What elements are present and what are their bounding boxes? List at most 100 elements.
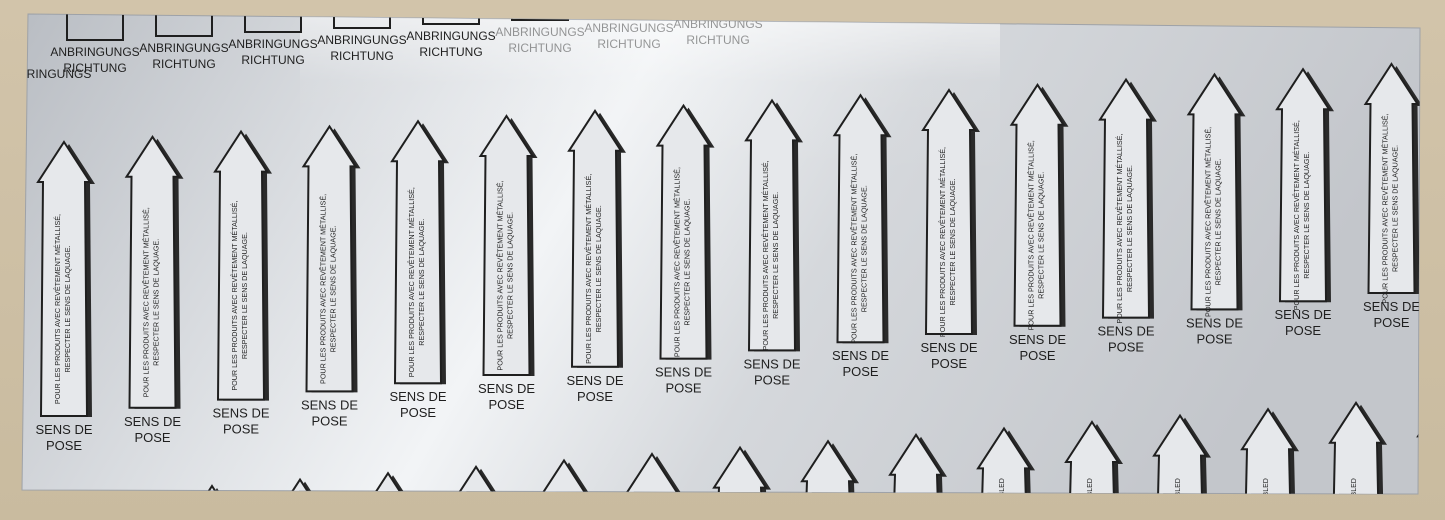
top-label-line2: RICHTUNG [63,61,126,75]
caption-line2: POSE [1196,331,1232,346]
lower-arrow-text: BE ASSEMBLED [999,478,1006,520]
label-box [422,14,480,25]
arrow-outline [1009,82,1066,327]
lower-arrow-text: BE ASSEMBLED [1351,478,1358,520]
top-label-line2: RICHTUNG [241,53,304,67]
top-label-line2: RICHTUNG [330,49,393,63]
caption-line1: SENS DE [1186,315,1243,330]
caption-line2: POSE [46,438,82,453]
arrow-outline [478,114,535,376]
arrow-outline [921,88,977,335]
arrow-text-line2: RESPECTER LE SENS DE LAQUAGE. [683,199,692,326]
arrow-outline [624,452,680,494]
top-label: ANBRINGUNGS RICHTUNG [584,14,674,51]
caption-line2: POSE [577,389,613,404]
arrow-text-line2: RESPECTER LE SENS DE LAQUAGE. [240,232,249,359]
caption-line2: POSE [1373,315,1409,330]
arrow-text-line1: POUR LES PRODUITS AVEC REVÊTEMENT MÉTALL… [496,180,505,370]
top-label-row: ANBRINGUNGS RICHTUNG ANBRINGUNGS RICHTUNG AN… [22,14,763,81]
caption-line2: POSE [754,372,790,387]
arrow-marking: POUR LES PRODUITS AVEC REVÊTEMENT MÉTALL… [301,124,361,428]
arrow-marking: POUR LES PRODUITS AVEC REVÊTEMENT MÉTALL… [743,98,803,387]
arrow-outline [744,98,800,352]
caption-line2: POSE [1108,340,1144,355]
lower-arrow-marking: BE ASSEMBLED [1240,407,1299,520]
arrow-outline [390,119,446,385]
arrow-marking: POUR LES PRODUITS AVEC REVÊTEMENT MÉTALL… [1009,82,1069,363]
arrow-text-line2: RESPECTER LE SENS DE LAQUAGE. [948,178,957,305]
lower-arrow-text: BE ASSEMBLED [1439,478,1445,520]
arrow-marking: POUR LES PRODUITS AVEC REVÊTEMENT MÉTALL… [1186,72,1246,346]
top-label-line2: RICHTUNG [597,37,660,51]
top-label-line1: ANBRINGUNGS [673,17,762,31]
lower-arrow-marking: BE ASSEMBLED [1064,420,1123,494]
caption-line2: POSE [311,413,347,428]
arrow-outline [1186,72,1243,311]
label-box [511,14,569,21]
arrow-text-line2: RESPECTER LE SENS DE LAQUAGE. [1214,158,1223,285]
arrow-text-line1: POUR LES PRODUITS AVEC REVÊTEMENT MÉTALL… [1292,120,1301,310]
arrow-marking: POUR LES PRODUITS AVEC REVÊTEMENT MÉTALL… [124,134,184,445]
top-label-line2: RICHTUNG [508,41,571,55]
arrow-text-line2: RESPECTER LE SENS DE LAQUAGE. [417,219,426,346]
arrow-marking: POUR LES PRODUITS AVEC REVÊTEMENT MÉTALL… [389,119,449,420]
arrow-text-line1: POUR LES PRODUITS AVEC REVÊTEMENT MÉTALL… [53,214,62,404]
arrow-text-line2: RESPECTER LE SENS DE LAQUAGE. [1391,145,1400,272]
arrow-text-line2: RESPECTER LE SENS DE LAQUAGE. [771,192,780,319]
caption-line1: SENS DE [920,340,977,355]
arrow-shadow [1423,398,1445,520]
arrow-marking: POUR LES PRODUITS AVEC REVÊTEMENT MÉTALL… [478,114,538,412]
arrow-text-line1: POUR LES PRODUITS AVEC REVÊTEMENT MÉTALL… [850,154,859,344]
label-box [600,14,658,17]
arrow-marking: POUR LES PRODUITS AVEC REVÊTEMENT MÉTALL… [566,108,626,404]
arrow-marking: POUR LES PRODUITS AVEC REVÊTEMENT MÉTALL… [1097,77,1157,355]
caption-line1: SENS DE [1009,332,1066,347]
top-label-line1: ANBRINGUNGS [317,33,406,47]
arrow-marking: POUR LES PRODUITS AVEC REVÊTEMENT MÉTALL… [212,129,272,437]
arrow-outline [1098,77,1154,319]
top-label-line2: RICHTUNG [152,57,215,71]
arrow-text-line2: RESPECTER LE SENS DE LAQUAGE. [1037,172,1046,299]
label-box [333,14,391,29]
arrow-text-line1: POUR LES PRODUITS AVEC REVÊTEMENT MÉTALL… [1204,127,1213,317]
top-label-line1: ANBRINGUNGS [584,21,673,35]
caption-line1: SENS DE [389,389,446,404]
arrow-shadow [191,488,243,494]
arrow-text-line2: RESPECTER LE SENS DE LAQUAGE. [152,239,161,366]
caption-line2: POSE [842,364,878,379]
arrow-text-line2: RESPECTER LE SENS DE LAQUAGE. [506,212,515,339]
lower-arrow-marking [888,432,947,494]
caption-line2: POSE [134,430,170,445]
lower-arrow-text: BE ASSEMBLED [1263,478,1270,520]
caption-line2: POSE [931,356,967,371]
main-arrow-row: POUR LES PRODUITS AVEC REVÊTEMENT MÉTALL… [35,62,1420,453]
arrow-outline [184,484,240,494]
top-label: ANBRINGUNGS RICHTUNG [673,17,762,47]
caption-line1: SENS DE [478,381,535,396]
arrow-outline [1152,413,1208,494]
arrow-text-line2: RESPECTER LE SENS DE LAQUAGE. [63,245,72,372]
top-label: ANBRINGUNGS RICHTUNG [317,14,407,63]
arrow-text-line1: POUR LES PRODUITS AVEC REVÊTEMENT MÉTALL… [1115,134,1124,324]
arrow-outline [567,108,623,368]
arrow-marking: POUR LES PRODUITS AVEC REVÊTEMENT MÉTALL… [655,103,715,396]
lower-arrow-marking: BE ASSEMBLED [1328,400,1387,520]
label-box [66,14,124,41]
top-label-line2: RICHTUNG [419,45,482,59]
caption-line1: SENS DE [301,397,358,412]
arrow-outline [1416,394,1420,494]
top-label-line2: RICHTUNG [686,33,749,47]
caption-line2: POSE [1285,323,1321,338]
arrow-outline [1275,67,1331,303]
caption-line1: SENS DE [35,422,92,437]
arrow-text-line2: RESPECTER LE SENS DE LAQUAGE. [1125,165,1134,292]
arrow-outline [301,124,358,393]
arrow-outline [124,134,181,409]
caption-line1: SENS DE [1363,299,1420,314]
arrow-marking: POUR LES PRODUITS AVEC REVÊTEMENT MÉTALL… [35,140,95,453]
caption-line1: SENS DE [124,414,181,429]
arrow-marking: POUR LES PRODUITS AVEC REVÊTEMENT MÉTALL… [920,88,980,371]
